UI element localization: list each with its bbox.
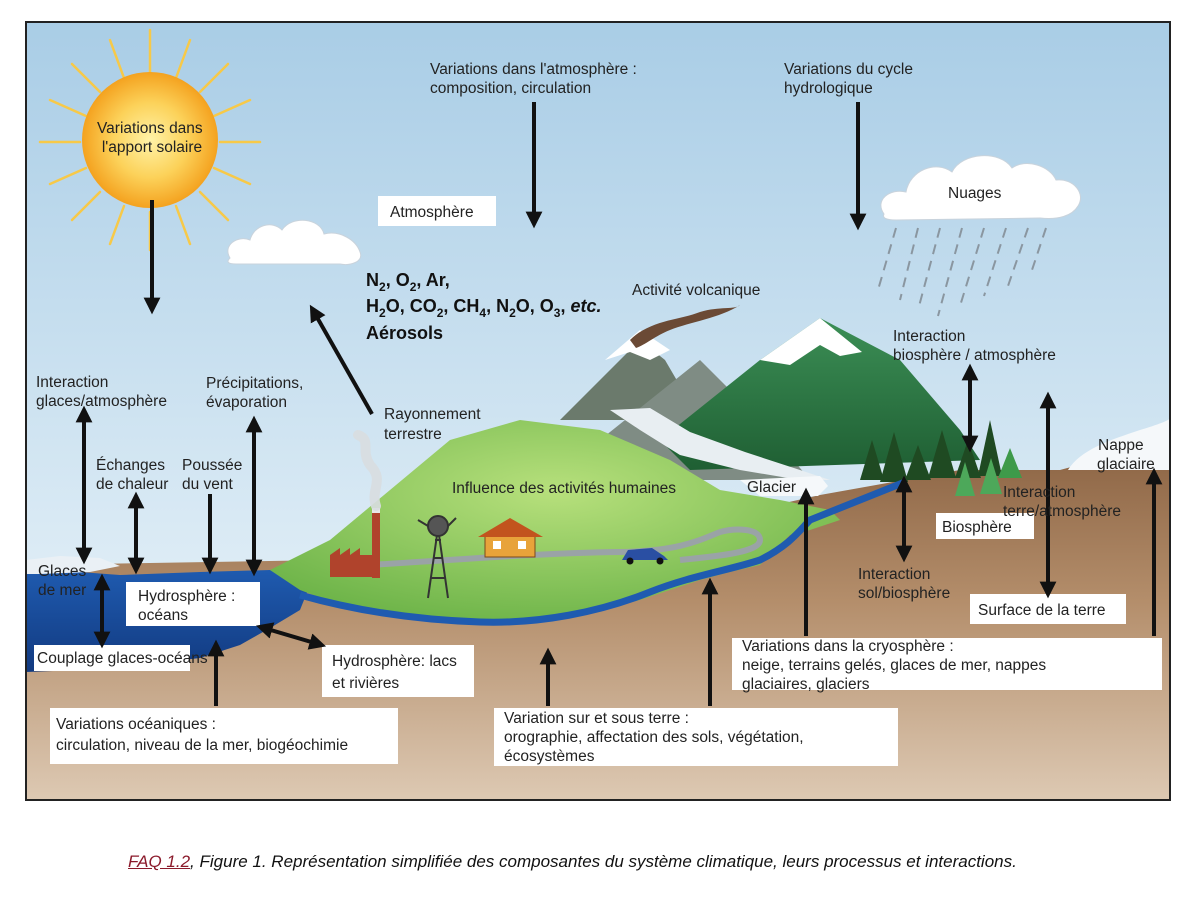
label-hydrologic-variations: Variations du cycle hydrologique xyxy=(784,61,917,97)
label-atmosphere: Atmosphère xyxy=(390,204,474,221)
label-ice-atmosphere: Interaction glaces/atmosphère xyxy=(36,374,167,410)
house xyxy=(478,518,543,558)
label-ice-ocean-coupling: Couplage glaces-océans xyxy=(37,650,208,667)
label-wind-stress: Poussée du vent xyxy=(182,457,247,493)
label-boxes xyxy=(34,196,1162,766)
factory xyxy=(330,430,382,578)
label-glacier: Glacier xyxy=(747,479,796,496)
sun xyxy=(38,28,262,252)
label-soil-biosphere: Interaction sol/biosphère xyxy=(858,566,950,602)
label-lakes-rivers: Hydrosphère: lacs et rivières xyxy=(332,653,461,692)
figure-frame xyxy=(25,21,1171,801)
rain-cloud xyxy=(877,155,1081,317)
label-sea-ice: Glaces de mer xyxy=(38,563,91,599)
label-land-variations: Variation sur et sous terre : orographie… xyxy=(504,710,808,765)
label-biosphere-atmosphere: Interaction biosphère / atmosphère xyxy=(893,328,1056,364)
faq-reference-link[interactable]: FAQ 1.2 xyxy=(128,852,191,871)
label-precipitation: Précipitations, évaporation xyxy=(206,375,308,411)
label-land-surface: Surface de la terre xyxy=(978,602,1106,619)
label-terrestrial-radiation: Rayonnement terrestre xyxy=(384,406,485,443)
lakes-rivers-arrow xyxy=(255,622,327,650)
label-gases-line2: H2O, CO2, CH4, N2O, O3, etc. xyxy=(366,296,602,320)
car xyxy=(622,548,668,565)
label-hydrosphere-oceans: Hydrosphère : océans xyxy=(138,588,240,624)
label-aerosols: Aérosols xyxy=(366,323,443,343)
label-atmosphere-variations: Variations dans l'atmosphère : compositi… xyxy=(430,61,641,97)
label-gases-line1: N2, O2, Ar, xyxy=(366,270,450,294)
diagram-labels: Variations dans l'apport solaire Variati… xyxy=(36,61,1155,765)
label-land-atmosphere: Interaction terre/atmosphère xyxy=(1003,484,1121,520)
label-clouds: Nuages xyxy=(948,185,1002,202)
figure-caption: FAQ 1.2, Figure 1. Représentation simpli… xyxy=(128,850,1088,874)
label-biosphere: Biosphère xyxy=(942,519,1012,536)
process-arrows xyxy=(75,102,1163,706)
mountains xyxy=(560,305,980,480)
terrestrial-radiation-arrow xyxy=(309,304,374,415)
label-heat-exchange: Échanges de chaleur xyxy=(96,457,169,493)
forest xyxy=(860,420,1022,496)
label-cryosphere-variations: Variations dans la cryosphère : neige, t… xyxy=(742,638,1050,693)
label-volcanic: Activité volcanique xyxy=(632,282,760,299)
label-human-influence: Influence des activités humaines xyxy=(452,480,676,497)
label-ice-sheet: Nappe glaciaire xyxy=(1097,437,1155,473)
label-sun: Variations dans l'apport solaire xyxy=(97,120,207,156)
windmill xyxy=(417,515,457,599)
caption-text: , Figure 1. Représentation simplifiée de… xyxy=(190,852,1017,871)
label-ocean-variations: Variations océaniques : circulation, niv… xyxy=(56,716,348,754)
small-cloud xyxy=(227,219,362,265)
